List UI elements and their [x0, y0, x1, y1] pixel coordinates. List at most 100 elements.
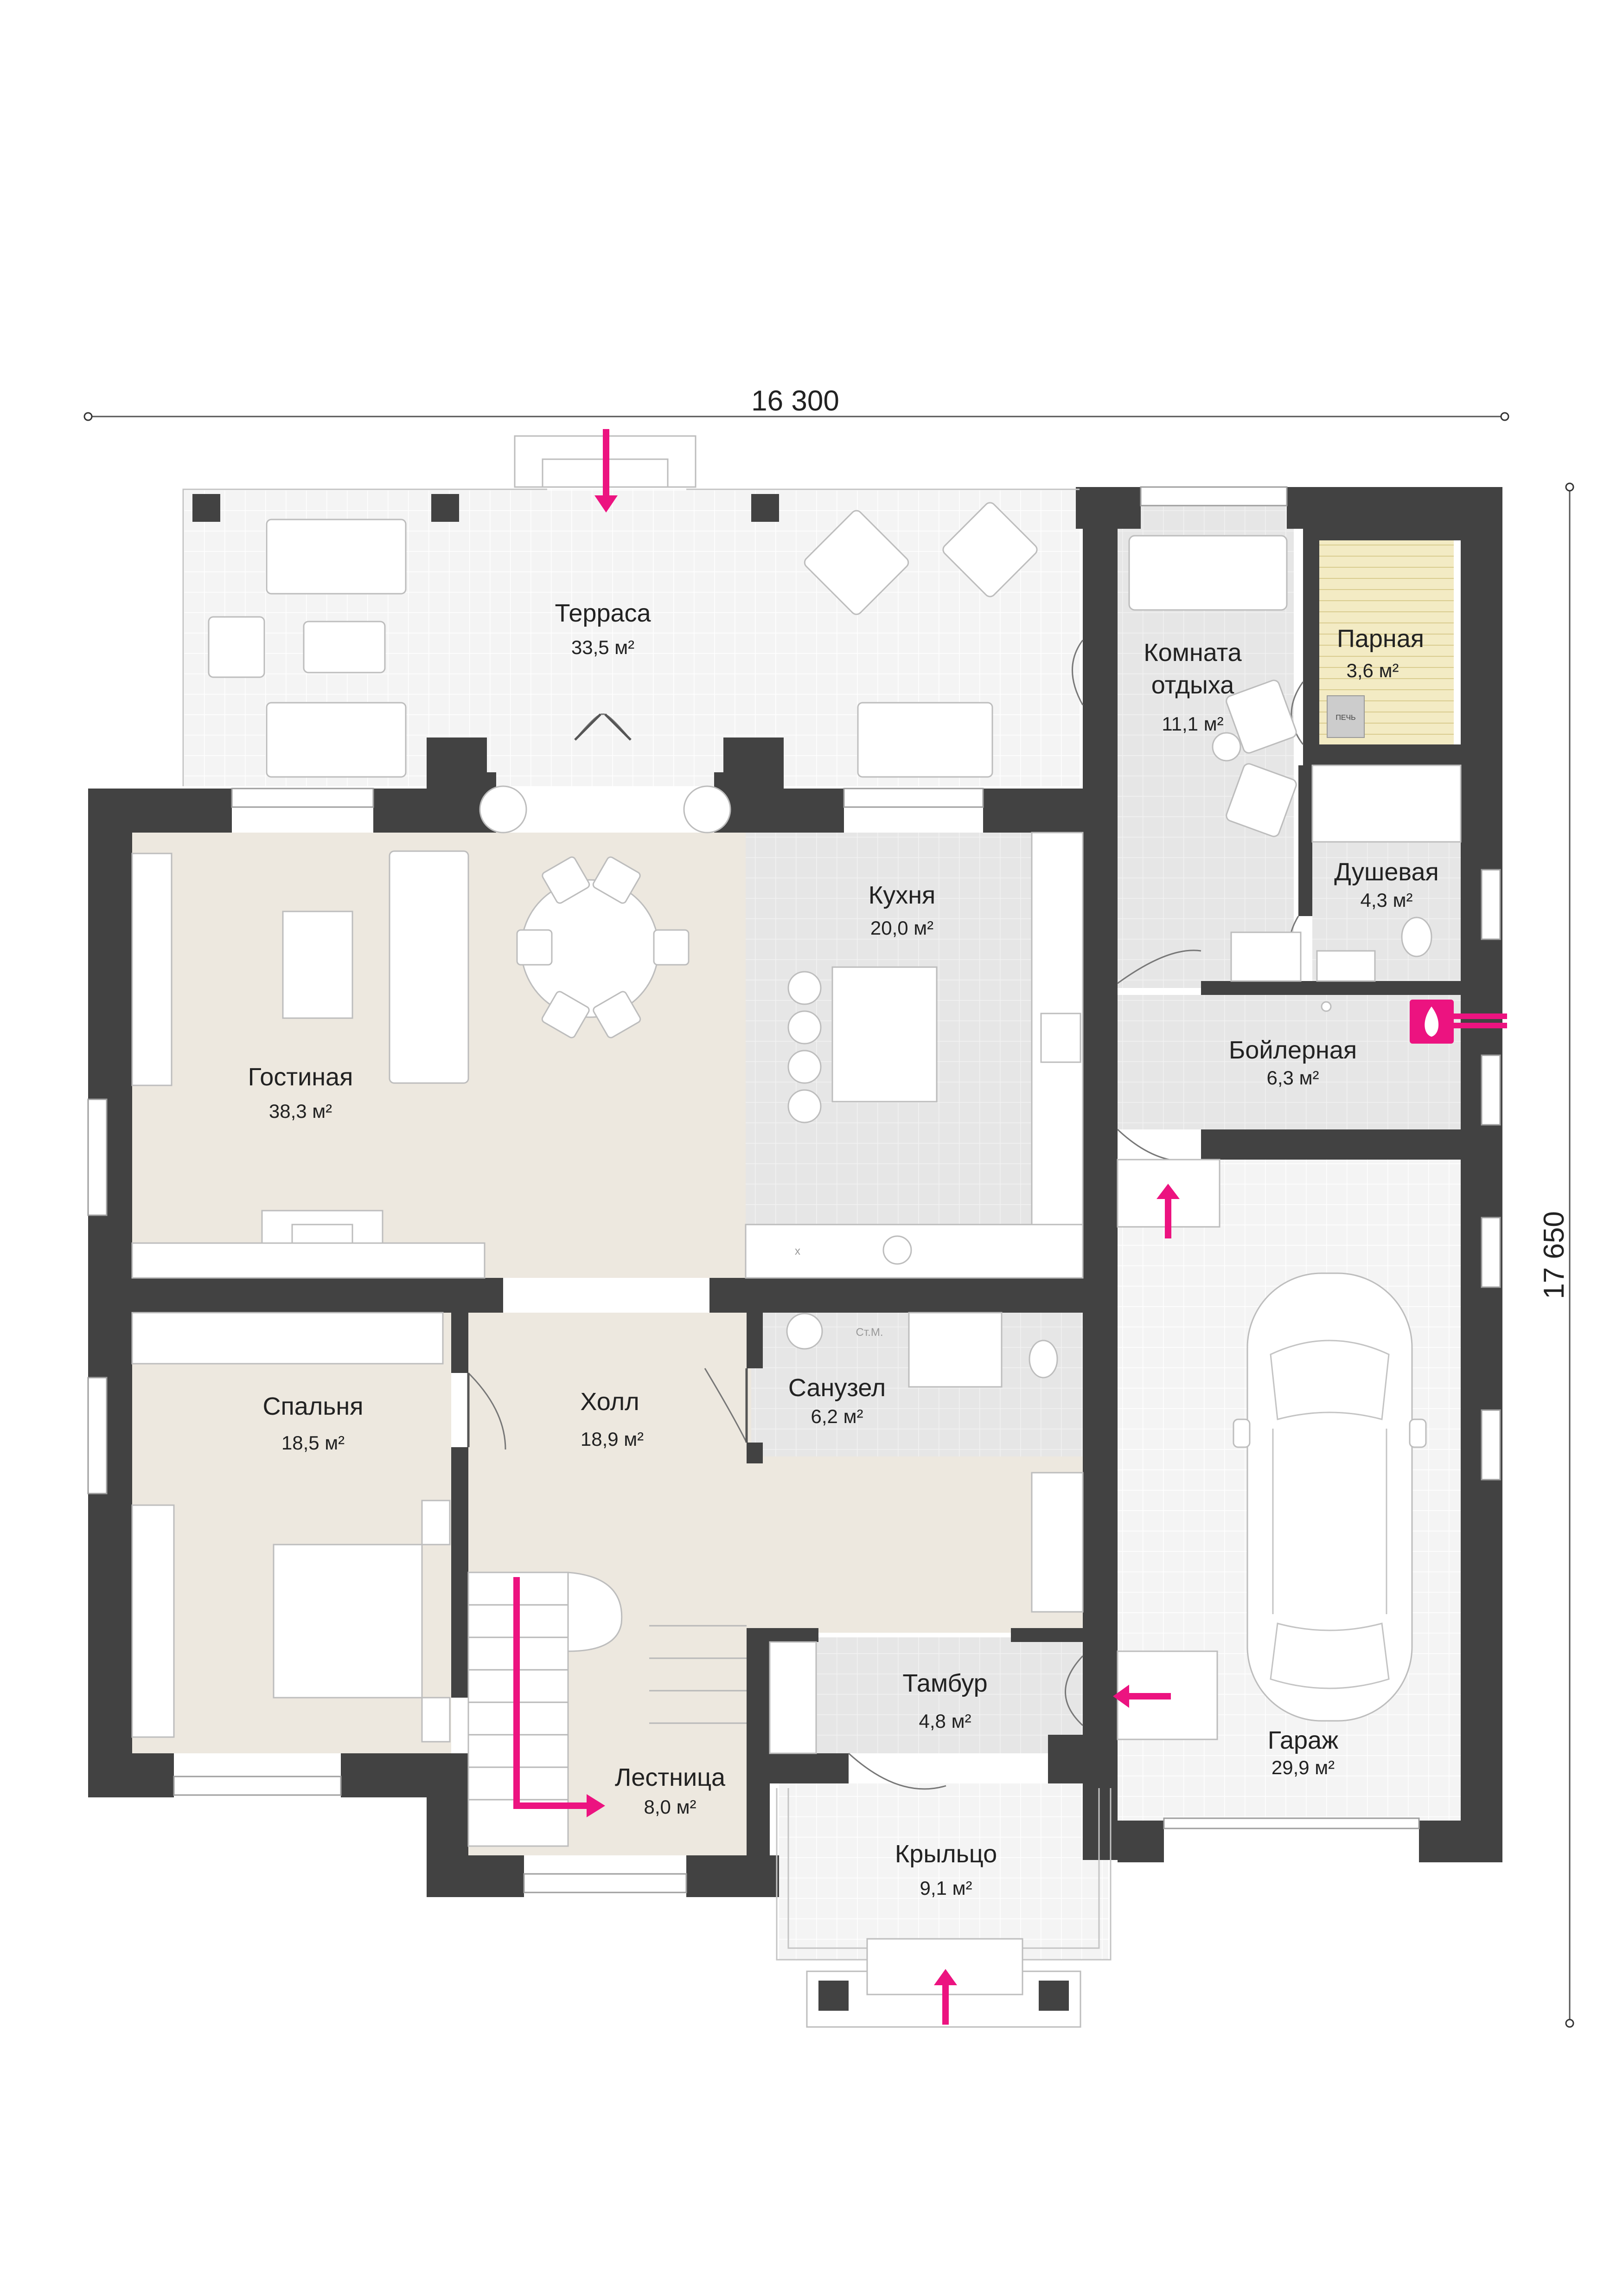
room-area-bathroom: 6,2 м²: [811, 1405, 863, 1427]
shower-vanity: [1316, 950, 1376, 982]
entry-arrows: [513, 429, 1180, 2025]
lounge-side-table: [1212, 732, 1241, 762]
boiler-unit: [1321, 1001, 1332, 1012]
room-area-boiler: 6,3 м²: [1267, 1067, 1319, 1089]
wall-bay-right: [714, 738, 784, 833]
room-labels: Терраса 33,5 м² Комната отдыха 11,1 м² П…: [248, 599, 1439, 1899]
vestibule-wardrobe: [769, 1641, 817, 1754]
wall-wing-right: [1461, 487, 1502, 1862]
wall-vest-top-right: [1011, 1628, 1118, 1642]
dining-chair-3: [516, 929, 553, 966]
terrace-column-1: [192, 494, 220, 522]
room-name-shower: Душевая: [1334, 858, 1438, 886]
room-name-vestibule: Тамбур: [902, 1669, 987, 1697]
window-living-left: [87, 1098, 108, 1216]
wall-bath-left-lower: [747, 1443, 763, 1463]
wall-garage-top: [1201, 1129, 1461, 1160]
plant-2: [683, 785, 731, 834]
room-area-lounge: 11,1 м²: [1162, 713, 1223, 735]
terrace-chair-1: [208, 616, 265, 678]
kitchen-sink: [882, 1235, 912, 1265]
terrace-sofa-left: [266, 519, 407, 595]
window-kitchen-top: [843, 788, 984, 808]
shower-bath: [1311, 764, 1462, 843]
door-lounge-arc: [1072, 640, 1084, 705]
wall-sauna-left: [1303, 526, 1319, 754]
room-name-stairs: Лестница: [615, 1764, 726, 1791]
living-cabinet: [131, 853, 173, 1086]
room-area-steam: 3,6 м²: [1347, 660, 1399, 681]
kitchen-island: [831, 966, 938, 1103]
vestibule-floor: [770, 1637, 1083, 1753]
steam-stove-label: ПЕЧЬ: [1335, 714, 1355, 722]
shower-toilet: [1401, 917, 1432, 957]
wall-bay-left: [427, 738, 496, 833]
door-bedroom-arc: [467, 1372, 506, 1450]
arrow-garage-icon: [1157, 1184, 1180, 1238]
room-area-vestibule: 4,8 м²: [919, 1710, 971, 1732]
window-lounge-top: [1140, 486, 1288, 507]
shower-tray: [1230, 931, 1302, 982]
furniture: x Ст.М.: [131, 502, 1507, 1847]
window-garage-door: [1163, 1817, 1420, 1829]
living-sofa: [389, 850, 469, 1084]
window-bedroom-bottom: [173, 1776, 342, 1796]
porch-column-left: [818, 1981, 849, 2011]
dimension-width: 16 300: [83, 385, 1509, 421]
room-name-garage: Гараж: [1268, 1726, 1338, 1754]
plant-1: [479, 785, 527, 834]
dining-chair-1: [542, 856, 590, 904]
bath-shower: [908, 1312, 1003, 1388]
door-vest-bottom-arc: [848, 1752, 946, 1790]
hall-wardrobe: [1031, 1472, 1084, 1613]
wall-garage-bottom-right: [1419, 1821, 1502, 1862]
lounge-armchair-1: [1226, 680, 1297, 754]
dining-chair-2: [592, 856, 641, 904]
kitchen-counter-bottom: [745, 1224, 1084, 1279]
wall-porch-right: [1083, 1753, 1118, 1860]
porch-column-right: [1039, 1981, 1069, 2011]
living-shelf: [131, 1242, 486, 1279]
height-label: 17 650: [1538, 1211, 1570, 1299]
walls: [88, 487, 1502, 1897]
wall-bedroom-bottom-left: [88, 1753, 174, 1797]
terrace-column-3: [751, 494, 779, 522]
window-stairs-bottom: [523, 1873, 687, 1893]
bar-stool-3: [787, 1050, 822, 1084]
arrow-stairs-icon: [513, 1577, 605, 1817]
bedroom-nightstand-2: [421, 1697, 451, 1743]
door-bath-arc: [704, 1368, 748, 1443]
porch-floor: [779, 1783, 1108, 1960]
room-name-living: Гостиная: [248, 1063, 353, 1091]
bath-toilet: [1029, 1340, 1058, 1379]
living-coffee-table: [282, 911, 353, 1019]
room-area-shower: 4,3 м²: [1361, 889, 1413, 911]
wall-hall-left: [451, 1313, 468, 1373]
bar-stool-1: [787, 971, 822, 1005]
dining-chair-4: [653, 929, 690, 966]
window-garage-right-2: [1481, 1409, 1501, 1481]
room-name-kitchen: Кухня: [869, 881, 936, 909]
car-icon: [1233, 1272, 1427, 1722]
room-name-bathroom: Санузел: [788, 1374, 886, 1402]
room-area-porch: 9,1 м²: [920, 1877, 972, 1899]
room-name-steam: Парная: [1337, 625, 1424, 653]
kitchen-sink-mark: x: [795, 1245, 800, 1257]
wall-vest-top: [747, 1628, 818, 1642]
boiler-floor: [1118, 995, 1461, 1129]
room-area-hall: 18,9 м²: [581, 1428, 644, 1450]
terrace-chair-3: [942, 502, 1038, 597]
room-name-lounge-1: Комната: [1144, 639, 1242, 667]
wall-vest-bottom-left: [770, 1753, 849, 1783]
room-name-bedroom: Спальня: [263, 1392, 364, 1420]
wall-sauna-top: [1303, 526, 1461, 540]
window-shower-right: [1481, 869, 1501, 940]
dimension-height: 17 650: [1538, 482, 1574, 2028]
doors: [467, 640, 1304, 1790]
door-steam-arc: [1291, 681, 1304, 745]
dining-chair-6: [593, 991, 641, 1039]
boiler-pipe-2: [1454, 1023, 1507, 1028]
width-label: 16 300: [751, 385, 839, 417]
terrace-table: [303, 621, 386, 673]
